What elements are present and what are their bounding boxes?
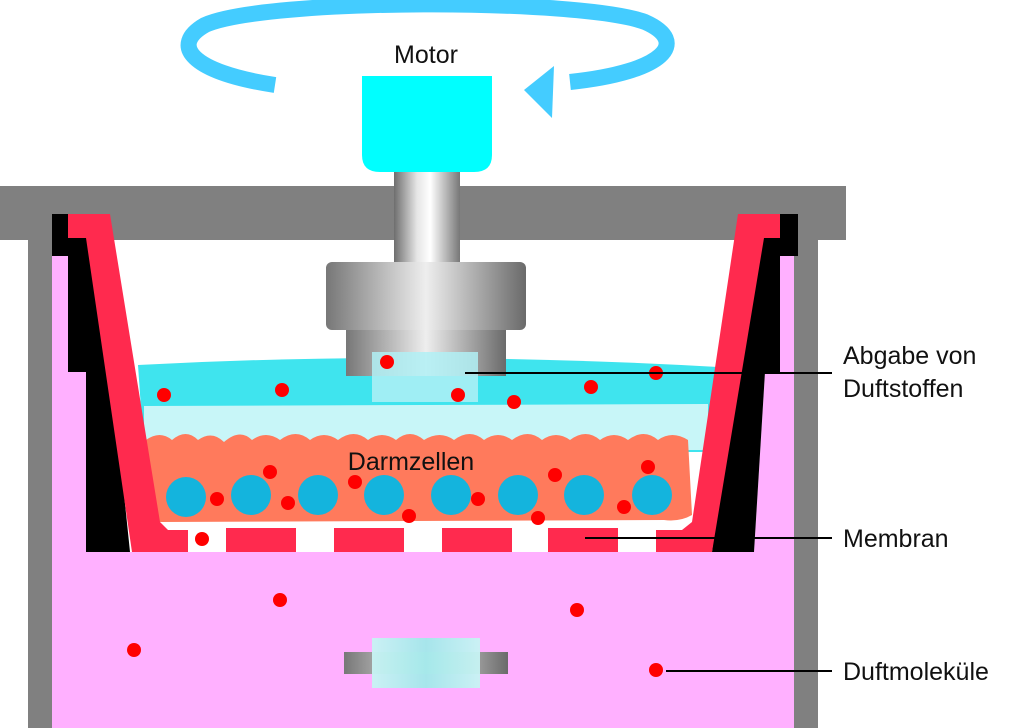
molecule-dot bbox=[380, 355, 394, 369]
molecule-dot bbox=[531, 511, 545, 525]
label-membran: Membran bbox=[843, 525, 949, 553]
molecule-dot bbox=[195, 532, 209, 546]
rotation-arrowhead bbox=[524, 66, 554, 118]
molecule-dot bbox=[127, 643, 141, 657]
lower-medium bbox=[52, 256, 794, 728]
label-duftmolekuele: Duftmoleküle bbox=[843, 658, 989, 686]
insert-wall-right bbox=[656, 214, 780, 552]
drive-shaft bbox=[394, 172, 460, 264]
motor-block bbox=[362, 76, 492, 172]
membrane-segment bbox=[226, 528, 296, 552]
label-motor: Motor bbox=[394, 41, 458, 69]
rotation-arrow bbox=[180, 0, 675, 118]
label-darmzellen: Darmzellen bbox=[348, 448, 474, 476]
cell-nucleus bbox=[231, 475, 271, 515]
cell-nucleus bbox=[298, 475, 338, 515]
molecule-dot bbox=[402, 509, 416, 523]
insert-holder-right bbox=[712, 214, 798, 552]
molecule-dot bbox=[348, 475, 362, 489]
molecule-dot bbox=[507, 395, 521, 409]
cell-nucleus bbox=[564, 475, 604, 515]
membrane-segment bbox=[334, 528, 404, 552]
cell-nucleus bbox=[498, 475, 538, 515]
molecule-dot bbox=[649, 663, 663, 677]
molecule-dot bbox=[210, 492, 224, 506]
housing-left-wall bbox=[28, 240, 52, 728]
insert-holder-left bbox=[52, 214, 130, 552]
cell-nucleus bbox=[364, 475, 404, 515]
molecule-dot bbox=[570, 603, 584, 617]
molecule-dot bbox=[471, 492, 485, 506]
molecule-dot bbox=[641, 460, 655, 474]
cell-culture-insert bbox=[68, 214, 780, 552]
rotation-arrow-ring bbox=[180, 0, 675, 93]
molecule-dot bbox=[548, 468, 562, 482]
molecule-dot bbox=[584, 380, 598, 394]
membrane-segment bbox=[548, 528, 618, 552]
membrane-segment bbox=[442, 528, 512, 552]
molecule-dot bbox=[157, 388, 171, 402]
label-release-line2: Duftstoffen bbox=[843, 375, 963, 403]
cell-nucleus bbox=[632, 475, 672, 515]
housing-right-wall bbox=[794, 240, 818, 728]
cell-nucleus bbox=[166, 477, 206, 517]
molecule-dot bbox=[281, 496, 295, 510]
molecule-dot bbox=[263, 465, 277, 479]
molecule-dot bbox=[617, 500, 631, 514]
stirrer-hub bbox=[326, 262, 526, 330]
odorant-molecules bbox=[127, 355, 663, 677]
molecule-dot bbox=[451, 388, 465, 402]
molecule-dot bbox=[273, 593, 287, 607]
stir-bar-glass bbox=[372, 638, 480, 688]
label-release-line1: Abgabe von bbox=[843, 342, 976, 370]
leader-lines bbox=[465, 372, 832, 672]
insert-wall-left bbox=[68, 214, 188, 552]
cell-nucleus bbox=[431, 475, 471, 515]
stir-bar bbox=[344, 638, 508, 688]
molecule-dot bbox=[275, 383, 289, 397]
